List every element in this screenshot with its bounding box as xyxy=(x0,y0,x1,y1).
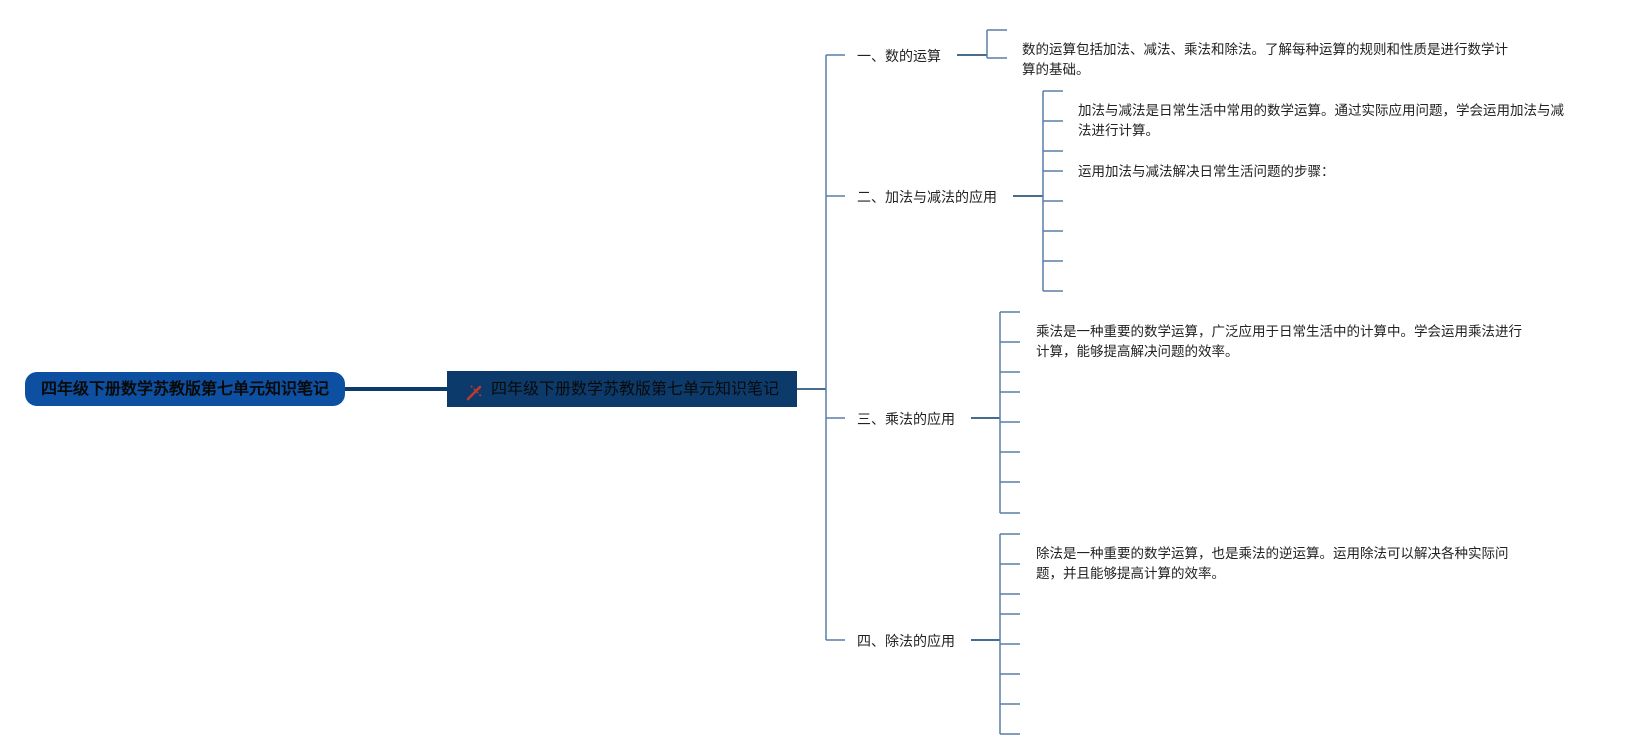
central-topic-node[interactable]: 四年级下册数学苏教版第七单元知识笔记 xyxy=(447,371,797,407)
branch-3-label[interactable]: 三、乘法的应用 xyxy=(857,412,955,428)
branch-4-label[interactable]: 四、除法的应用 xyxy=(857,634,955,650)
pencil-ruler-icon xyxy=(465,379,485,401)
central-topic-title: 四年级下册数学苏教版第七单元知识笔记 xyxy=(490,379,779,398)
branch-3-connectors xyxy=(971,311,1020,514)
branch-2-connectors xyxy=(1013,90,1063,292)
branch-2-note: 加法与减法是日常生活中常用的数学运算。通过实际应用问题，学会运用加法与减法进行计… xyxy=(1078,103,1564,139)
branch-1-connectors xyxy=(957,29,1007,59)
branch-2-label[interactable]: 二、加法与减法的应用 xyxy=(857,190,997,206)
branch-1-note: 数的运算包括加法、减法、乘法和除法。了解每种运算的规则和性质是进行数学计算的基础… xyxy=(1022,42,1508,78)
root-title: 四年级下册数学苏教版第七单元知识笔记 xyxy=(40,379,329,398)
branch-2-steps-note: 运用加法与减法解决日常生活问题的步骤： xyxy=(1078,164,1335,180)
branch-1-label[interactable]: 一、数的运算 xyxy=(857,49,941,65)
branch-3-note: 乘法是一种重要的数学运算，广泛应用于日常生活中的计算中。学会运用乘法进行计算，能… xyxy=(1036,324,1522,360)
root-node[interactable]: 四年级下册数学苏教版第七单元知识笔记 xyxy=(25,372,345,406)
branch-4-connectors xyxy=(971,533,1020,735)
branch-4-note: 除法是一种重要的数学运算，也是乘法的逆运算。运用除法可以解决各种实际问题，并且能… xyxy=(1036,546,1509,582)
